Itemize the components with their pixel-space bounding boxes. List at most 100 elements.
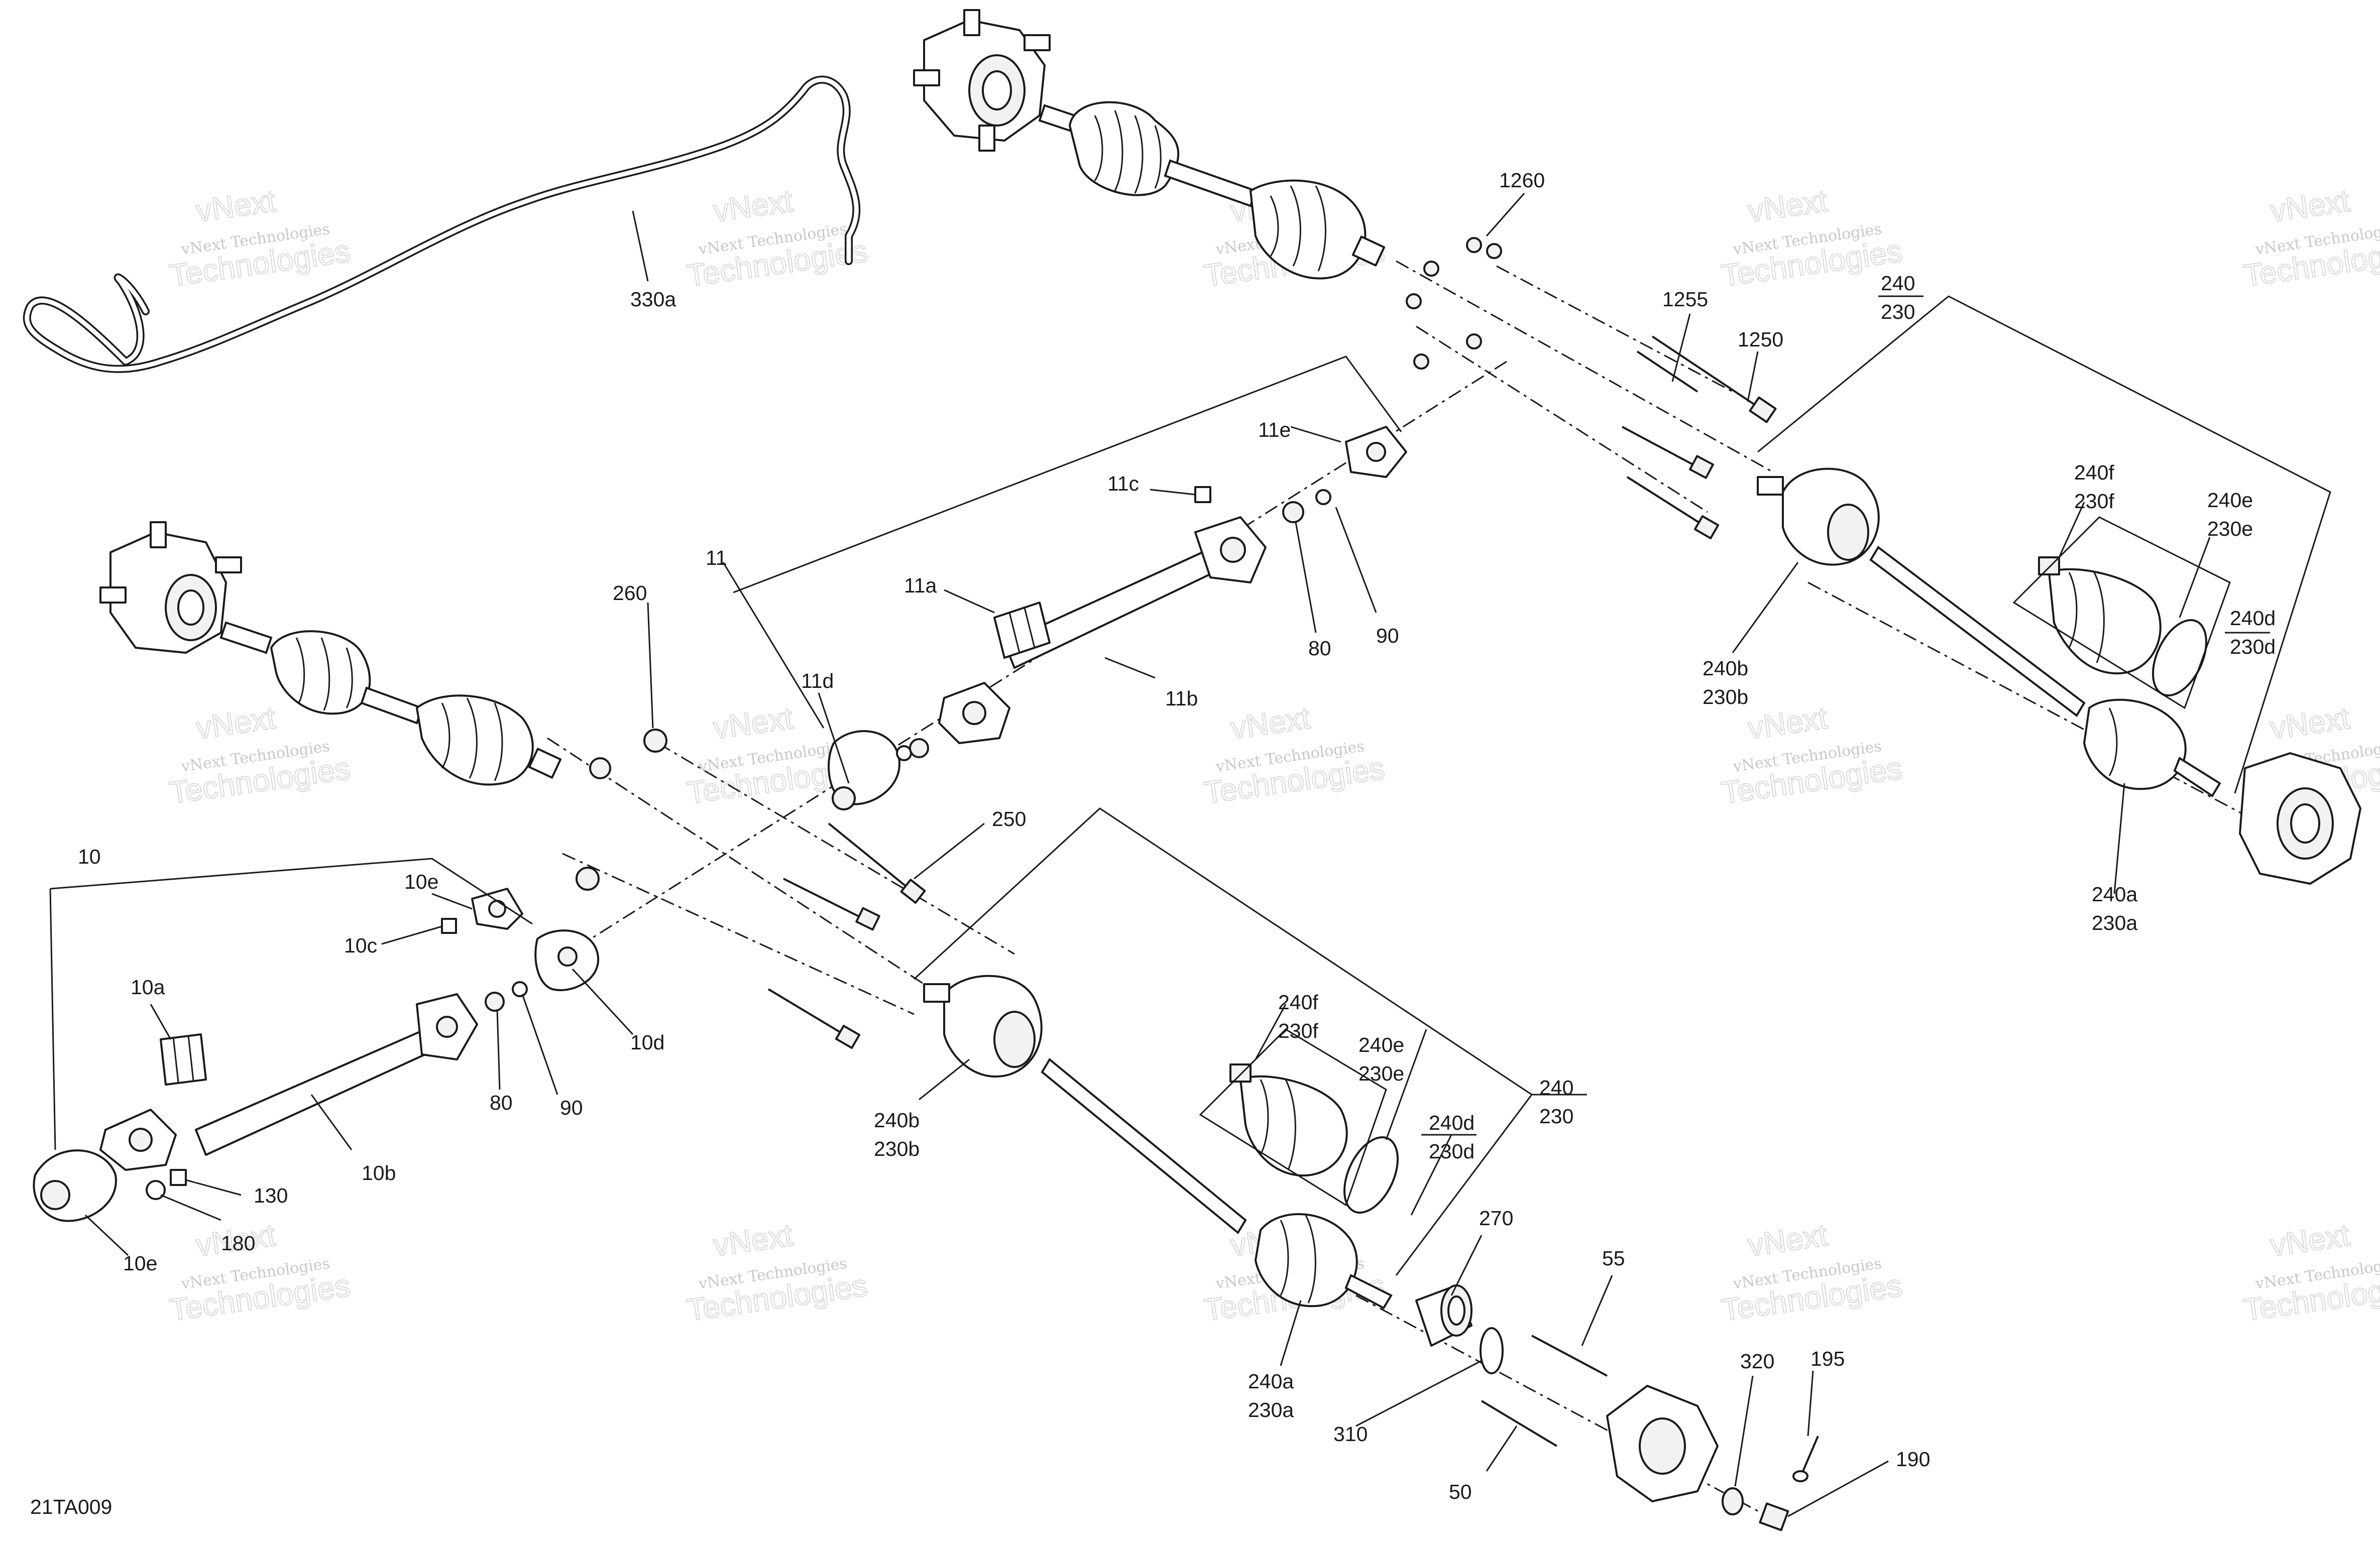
callout-240e-bottom: 240e [1358,1033,1404,1056]
callout-330a: 330a [630,288,676,311]
watermark-brand: vNext [2268,1218,2352,1263]
propshaft-11d-yoke [828,730,900,810]
propshaft-11-small-parts [896,489,1331,761]
propshaft-11-front-yoke [1194,516,1267,583]
callout-11a: 11a [904,574,937,597]
propshaft-11a-bellows [993,602,1051,659]
callout-195: 195 [1810,1347,1845,1370]
callout-11c: 11c [1107,472,1139,495]
right-drive-axle-assembly [1757,467,2361,885]
watermark-brand: vNext [1746,701,1830,746]
callout-240: 240 [1881,272,1915,295]
watermark-brand: vNext [194,701,278,746]
middle-left-wheel-hub [99,521,242,654]
callout-230f-bottom: 230f [1278,1019,1318,1042]
callout-10: 10 [78,845,101,868]
callout-1255: 1255 [1662,288,1708,311]
callout-11e: 11e [1258,418,1291,441]
bolt-250 [828,822,926,904]
propshaft-10e-end-yoke [33,1149,117,1222]
watermark-brand: vNext [711,1218,795,1263]
bolt-1255 [1636,350,1698,393]
callout-90: 90 [1376,624,1399,647]
middle-left-outer-cv [270,630,371,715]
watermark-brand: vNext [2268,184,2352,229]
callout-labels: 1260 330a 1255 1250 240 230 11e 11c 240f… [78,169,2276,1503]
callout-230f: 230f [2074,490,2114,513]
propshaft-10-rear-yoke [416,993,478,1060]
callout-310: 310 [1333,1422,1368,1446]
top-drive-axle-assembly [913,9,1386,280]
callout-1260: 1260 [1499,169,1545,192]
lower-drive-axle-assembly [923,975,1819,1531]
callout-230: 230 [1881,300,1915,323]
watermark-brand: vNext [1746,1218,1830,1263]
bolt-long-b [1626,476,1720,539]
castle-nut-190 [1759,1502,1789,1531]
watermark-brand: vNext [711,701,795,746]
watermark-brand: vNext [194,184,278,229]
callout-10a: 10a [131,976,165,999]
callout-50: 50 [1449,1480,1472,1503]
bolt-long-c [783,878,880,931]
right-boot-kit-240f [2038,556,2162,675]
callout-10e: 10e [404,870,438,893]
callout-230b-bottom: 230b [874,1137,920,1160]
callout-80: 80 [1308,637,1331,660]
propshaft-10d-yoke [534,929,600,991]
callout-10c: 10c [344,934,377,957]
callout-11b: 11b [1165,687,1198,710]
bolt-long-d [767,988,861,1049]
callout-230d: 230d [2230,635,2276,658]
nuts-1260 [1406,237,1502,370]
callout-240d: 240d [2230,607,2276,630]
propshaft-10a-bellows [160,1033,207,1086]
callout-250: 250 [992,807,1026,830]
right-wheel-hub [2239,752,2361,885]
bolt-1250 [1651,335,1777,423]
callout-1250: 1250 [1738,328,1783,351]
callout-230a: 230a [2092,911,2137,934]
lower-inner-cv-240b [923,975,1043,1078]
callout-240f-bottom: 240f [1278,991,1318,1014]
watermark-brand: vNext [1746,184,1830,229]
callout-10d: 10d [630,1031,664,1054]
callout-230-bottom: 230 [1539,1105,1573,1128]
propshaft-11c-grease-fitting [1194,486,1211,503]
diagram-reference-code: 21TA009 [30,1495,112,1518]
callout-240e: 240e [2207,489,2253,512]
top-inner-cv-joint [1250,179,1386,280]
propshaft-10-front-ujoint [99,1109,177,1171]
propshaft-11-assembly [828,426,1407,810]
center-axes [547,260,2271,1517]
group-brackets [49,295,2331,1276]
right-inner-cv-240b [1757,467,1880,566]
leader-lines [84,193,2211,1517]
right-outer-cv-240a [2083,698,2187,790]
propshaft-11e-yoke [1345,426,1407,478]
middle-left-drive-axle [99,521,562,786]
callout-240b-bottom: 240b [874,1109,920,1132]
callout-10e-bottom: 10e [123,1252,157,1275]
callout-55: 55 [1602,1247,1625,1270]
callout-190: 190 [1896,1448,1930,1471]
propshaft-10-assembly [33,729,667,1222]
callout-240f: 240f [2074,461,2114,484]
propshaft-11-rear-ujoint [938,682,1010,744]
lower-boot-kit-240f [1229,1063,1348,1177]
middle-left-inner-cv [416,694,562,786]
bearing-270 [1415,1284,1472,1347]
callout-240-bottom: 240 [1539,1076,1573,1099]
top-wheel-hub [913,9,1051,152]
bolts-and-nuts [767,237,1777,1049]
callout-230b: 230b [1703,685,1748,708]
snap-ring-310 [1480,1327,1504,1374]
